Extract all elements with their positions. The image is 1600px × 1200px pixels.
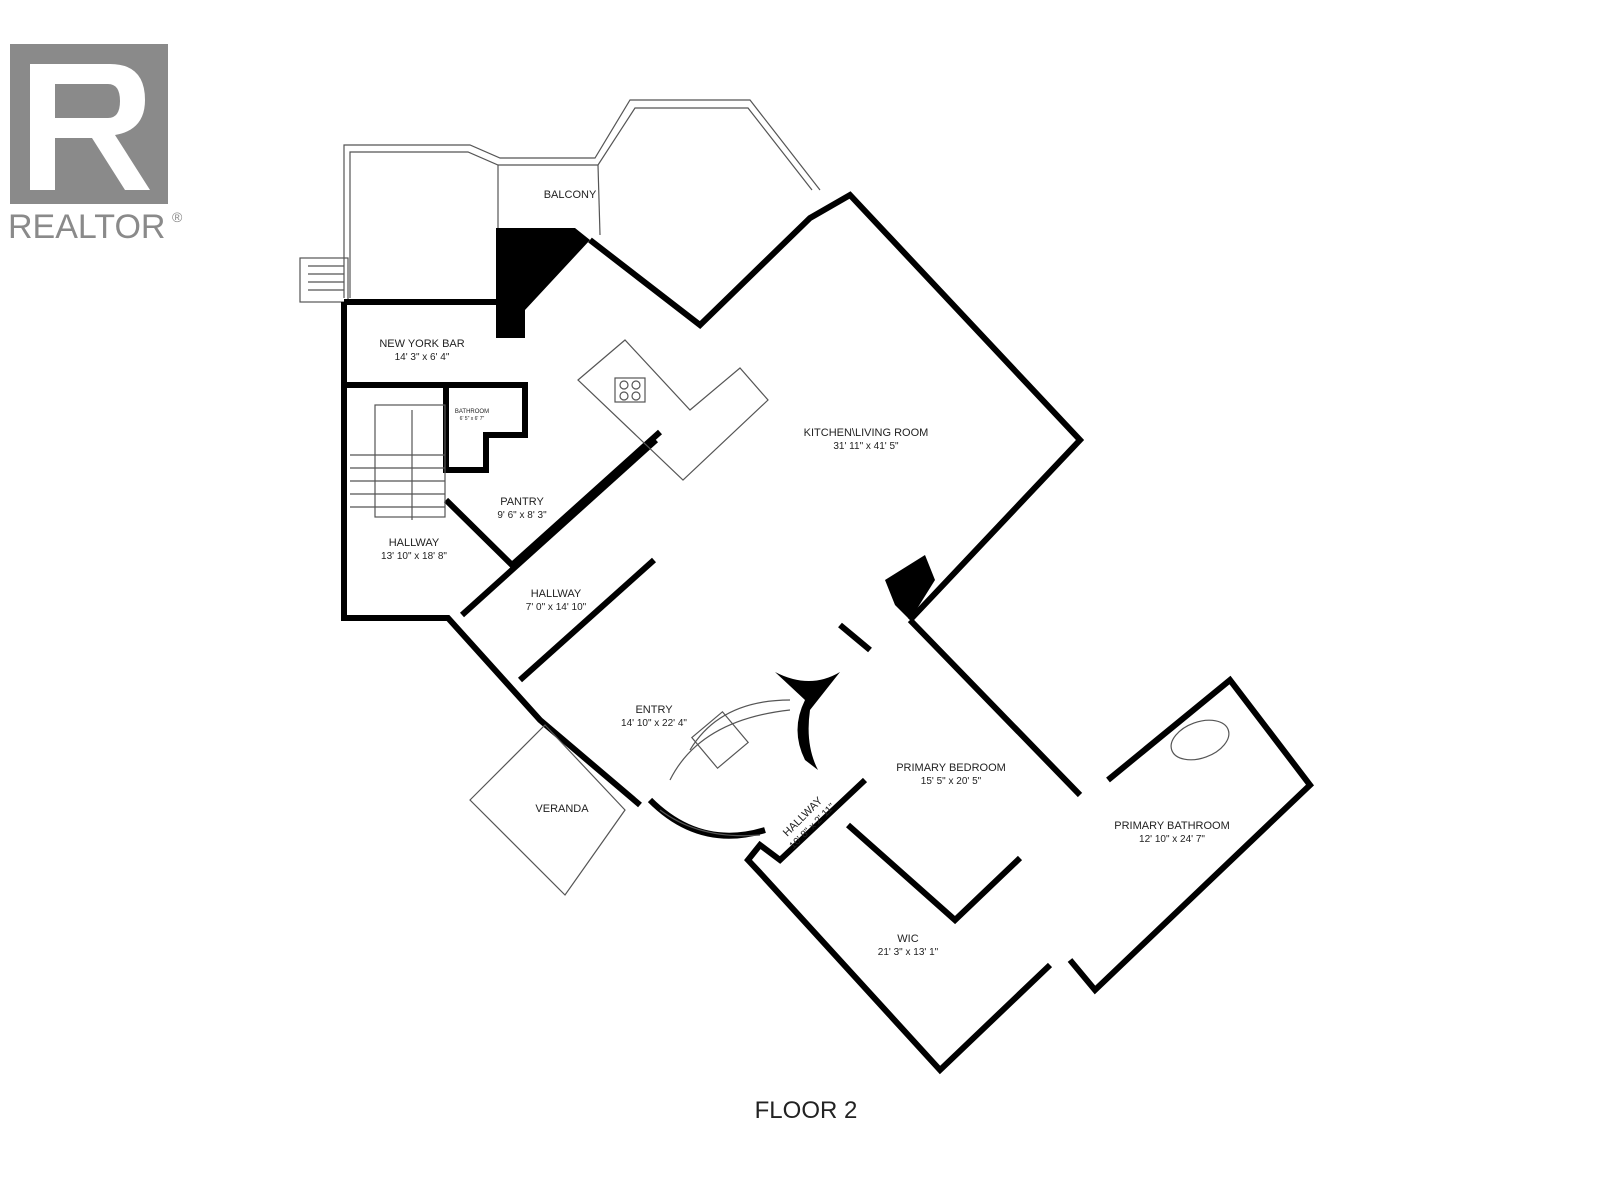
realtor-logo-text: REALTOR <box>8 208 165 246</box>
registered-mark: ® <box>172 209 183 225</box>
room-hallway-1-dims: 13' 10" x 18' 8" <box>381 551 447 562</box>
realtor-logo: REALTOR ® <box>8 44 183 246</box>
balcony-outline <box>299 99 821 303</box>
room-veranda-label: VERANDA <box>535 803 589 815</box>
room-hallway-2-label: HALLWAY <box>531 588 582 600</box>
room-primary-bathroom-dims: 12' 10" x 24' 7" <box>1139 834 1205 845</box>
bathtub-icon <box>1170 719 1230 761</box>
room-wic-dims: 21' 3" x 13' 1" <box>878 947 939 958</box>
room-bathroom-label: BATHROOM <box>455 409 489 415</box>
room-new-york-bar-dims: 14' 3" x 6' 4" <box>395 352 450 363</box>
room-kitchen-living-label: KITCHEN\LIVING ROOM <box>804 427 929 439</box>
veranda-outline <box>469 724 626 896</box>
balcony-stairs <box>308 265 344 291</box>
room-balcony-label: BALCONY <box>544 189 597 201</box>
walls <box>341 191 1315 1075</box>
room-hallway-2-dims: 7' 0" x 14' 10" <box>526 602 587 613</box>
room-entry-dims: 14' 10" x 22' 4" <box>621 718 687 729</box>
entry-staircase <box>659 699 791 837</box>
room-primary-bedroom-label: PRIMARY BEDROOM <box>896 762 1006 774</box>
room-new-york-bar-label: NEW YORK BAR <box>379 338 464 350</box>
room-pantry-label: PANTRY <box>500 496 544 508</box>
kitchen-island <box>577 339 769 481</box>
interior-staircase <box>350 404 446 520</box>
floor-label: FLOOR 2 <box>755 1097 858 1124</box>
room-pantry-dims: 9' 6" x 8' 3" <box>497 510 547 521</box>
room-primary-bathroom-label: PRIMARY BATHROOM <box>1114 820 1230 832</box>
room-entry-label: ENTRY <box>635 704 673 716</box>
room-primary-bedroom-dims: 15' 5" x 20' 5" <box>921 776 982 787</box>
room-kitchen-living-dims: 31' 11" x 41' 5" <box>833 441 899 452</box>
room-wic-label: WIC <box>897 933 918 945</box>
room-bathroom-dims: 6' 5" x 6' 7" <box>460 416 485 422</box>
room-hallway-1-label: HALLWAY <box>389 537 440 549</box>
